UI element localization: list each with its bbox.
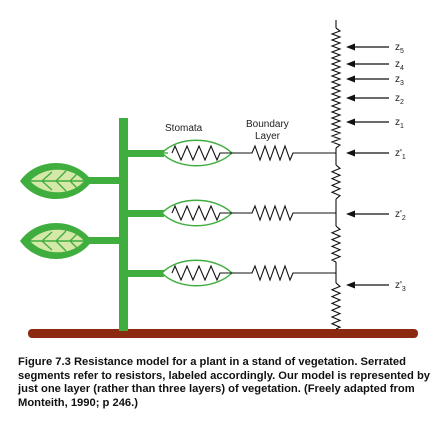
- plant-branch-left-lower: [82, 237, 122, 244]
- column-resistor-lower: [330, 282, 342, 330]
- height-arrows: [346, 43, 389, 289]
- caption-text: Resistance model for a plant in a stand …: [18, 356, 431, 409]
- ground-bar: [28, 329, 418, 338]
- height-label: z'2: [395, 209, 406, 222]
- figure-caption: Figure 7.3 Resistance model for a plant …: [18, 356, 436, 410]
- height-arrow: [346, 43, 389, 51]
- height-label: z1: [395, 117, 404, 130]
- plant-branch-upper: [124, 150, 164, 157]
- height-labels: z5 z4 z3 z2 z1 z'1 z'2 z'3: [395, 42, 406, 293]
- boundary-resistor-middle: [230, 204, 336, 222]
- height-label: z2: [395, 93, 404, 106]
- height-arrow: [346, 60, 389, 68]
- height-arrow: [346, 210, 389, 218]
- figure-label: Figure 7.3: [18, 356, 71, 368]
- left-leaf-lower: [20, 222, 92, 260]
- height-arrow: [346, 281, 389, 289]
- stomata-resistor-lower: [171, 264, 230, 282]
- plant-branch-middle: [124, 210, 164, 217]
- boundary-layer-label-line1: Boundary: [246, 119, 289, 130]
- resistance-model-diagram: Stomata Boundary Layer z5z4z3z2z1z'1z'2z…: [20, 20, 418, 338]
- stomata-resistor-middle: [171, 204, 230, 222]
- boundary-resistor-lower: [230, 264, 336, 282]
- left-leaf-upper: [20, 162, 92, 200]
- height-label: z5: [395, 42, 404, 55]
- height-arrow: [346, 75, 389, 83]
- height-label: z'3: [395, 280, 406, 293]
- height-arrow: [346, 94, 389, 102]
- height-arrow: [346, 118, 389, 126]
- boundary-layer-label-line2: Layer: [255, 131, 281, 142]
- height-arrow: [346, 149, 389, 157]
- boundary-resistor-upper: [230, 144, 336, 162]
- stomata-resistor-upper: [171, 144, 230, 162]
- column-resistor-top: [330, 27, 342, 149]
- column-resistor-middle: [330, 225, 342, 263]
- height-label: z4: [395, 59, 404, 72]
- height-label: z3: [395, 74, 404, 87]
- plant-branch-lower: [124, 270, 164, 277]
- plant-branch-left-upper: [82, 177, 122, 184]
- column-resistor-upper: [330, 164, 342, 200]
- plant-stem: [119, 118, 128, 331]
- height-label: z'1: [395, 148, 406, 161]
- stomata-label: Stomata: [165, 123, 203, 134]
- aerodynamic-resistor-column: [330, 20, 342, 330]
